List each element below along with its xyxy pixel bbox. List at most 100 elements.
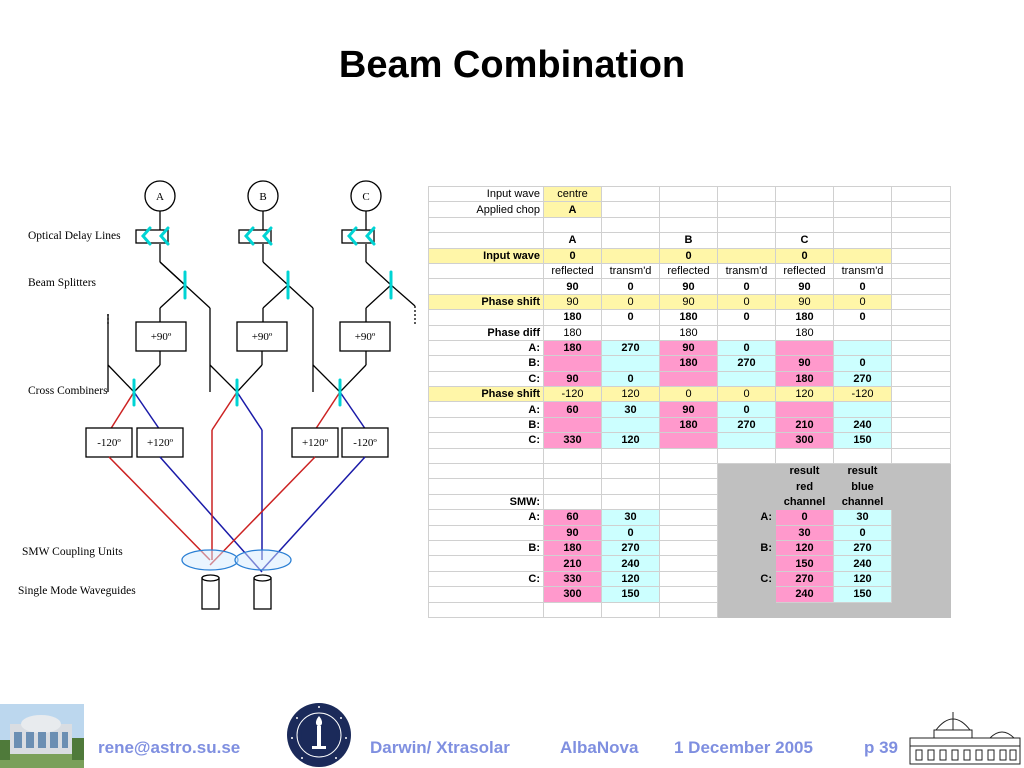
sheet-cell	[659, 370, 718, 388]
sheet-cell	[833, 185, 892, 203]
sheet-cell	[659, 524, 718, 541]
sheet-cell: -120	[833, 386, 892, 403]
sheet-cell	[659, 493, 718, 511]
sheet-cell: 0	[601, 370, 660, 388]
sheet-cell	[659, 463, 718, 480]
telescope-label-b: B	[259, 191, 266, 203]
sheet-cell	[891, 386, 951, 403]
sheet-cell	[891, 463, 951, 480]
combiner-box-1	[85, 427, 133, 458]
sheet-cell	[833, 401, 892, 418]
sheet-cell	[717, 247, 776, 264]
sheet-cell: blue	[833, 478, 892, 495]
sheet-cell	[659, 478, 718, 495]
sheet-cell: 240	[833, 555, 892, 572]
sheet-cell: reflected	[775, 262, 834, 280]
sheet-cell: C:	[428, 370, 544, 388]
sheet-cell	[833, 324, 892, 341]
sheet-cell: A:	[717, 509, 776, 526]
sheet-cell	[601, 493, 660, 511]
sheet-cell: B:	[428, 539, 544, 557]
combiner-box-4	[341, 427, 389, 458]
sheet-cell: 90	[659, 339, 718, 357]
sheet-cell: 150	[833, 586, 892, 603]
building-photo	[0, 704, 84, 768]
smw-lens-right	[234, 549, 292, 571]
sheet-cell: 150	[601, 586, 660, 603]
sheet-cell	[601, 247, 660, 264]
sheet-cell	[891, 324, 951, 341]
sheet-cell: 180	[775, 370, 834, 388]
sheet-cell: transm'd	[833, 262, 892, 280]
sheet-cell: Applied chop	[428, 201, 544, 218]
sheet-cell	[717, 463, 776, 480]
sheet-cell	[891, 416, 951, 434]
sheet-cell	[659, 586, 718, 603]
sheet-cell: 90	[543, 370, 602, 388]
sheet-cell: 0	[833, 278, 892, 295]
sheet-cell	[659, 185, 718, 203]
sheet-cell: 120	[601, 386, 660, 403]
sheet-cell: 270	[833, 370, 892, 388]
sheet-cell	[659, 539, 718, 557]
sheet-cell	[601, 232, 660, 249]
sheet-cell: 0	[601, 278, 660, 295]
footer-location: AlbaNova	[560, 738, 639, 757]
sheet-cell	[601, 601, 660, 618]
sheet-cell: Phase diff	[428, 324, 544, 341]
sheet-cell	[601, 216, 660, 234]
sheet-cell: 300	[543, 586, 602, 603]
sheet-cell: 0	[601, 524, 660, 541]
sheet-cell: 90	[659, 278, 718, 295]
smw-lens-left	[181, 549, 239, 571]
phase-box-b	[236, 321, 288, 352]
sheet-cell	[891, 447, 951, 465]
sheet-cell	[891, 493, 951, 511]
sheet-row	[428, 447, 951, 465]
sheet-cell	[891, 586, 951, 603]
sheet-cell: B:	[717, 539, 776, 557]
sheet-cell	[775, 216, 834, 234]
sheet-cell	[891, 601, 951, 618]
sheet-cell: 30	[601, 509, 660, 526]
sheet-cell: 90	[543, 278, 602, 295]
sheet-cell: B:	[428, 355, 544, 372]
sheet-cell	[428, 232, 544, 249]
sheet-cell: 0	[775, 509, 834, 526]
sheet-cell	[601, 185, 660, 203]
sheet-cell	[543, 447, 602, 465]
sheet-cell: 90	[543, 293, 602, 311]
sheet-cell: result	[775, 463, 834, 480]
sheet-cell	[428, 586, 544, 603]
sheet-cell: 120	[775, 386, 834, 403]
sheet-cell: 240	[833, 416, 892, 434]
sheet-cell: C:	[428, 570, 544, 588]
sheet-cell	[601, 324, 660, 341]
sheet-cell	[601, 201, 660, 218]
sheet-cell	[891, 232, 951, 249]
combiner-box-2-label: +120º	[147, 437, 174, 449]
slide-title: Beam Combination	[338, 44, 686, 86]
footer-email: rene@astro.su.se	[98, 738, 241, 757]
sheet-cell: 90	[543, 524, 602, 541]
sheet-cell: 150	[833, 432, 892, 449]
sheet-cell: 180	[659, 309, 718, 326]
sheet-cell: 0	[659, 247, 718, 264]
sheet-cell: 180	[659, 355, 718, 372]
sheet-cell: 270	[775, 570, 834, 588]
label-optical-delay-lines: Optical Delay Lines	[28, 230, 121, 242]
sheet-cell	[775, 447, 834, 465]
sheet-cell	[717, 478, 776, 495]
sheet-cell	[775, 201, 834, 218]
sheet-cell: 210	[543, 555, 602, 572]
